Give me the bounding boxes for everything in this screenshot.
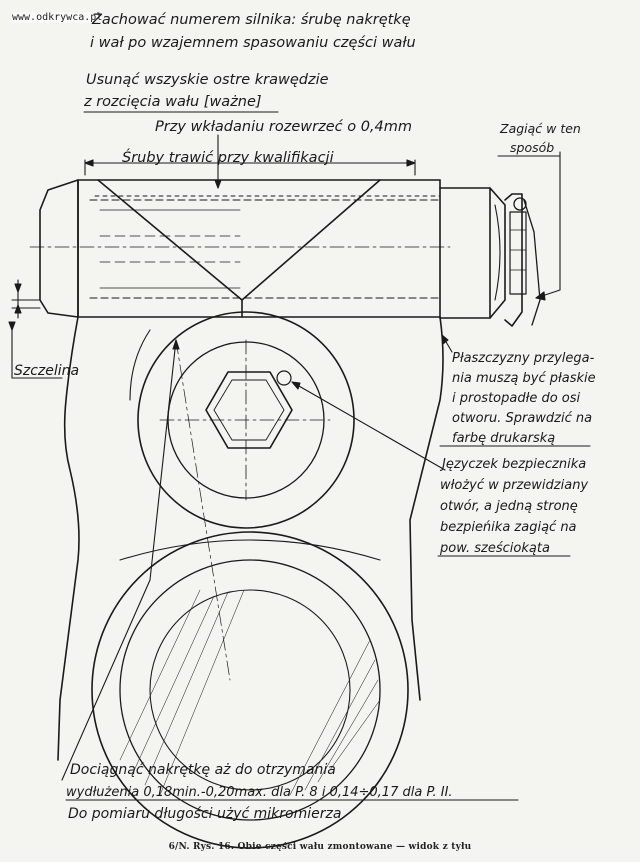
handwritten-notes: Zachować numerem silnika: śrubę nakrętkę… — [14, 12, 596, 822]
note-sharp-edges-2: z rozcięcia wału [ważne] — [83, 94, 262, 110]
note-locktab-3: otwór, a jedną stronę — [440, 499, 578, 514]
note-underlines — [65, 111, 591, 801]
note-surfaces-4: otworu. Sprawdzić na — [452, 411, 592, 426]
note-engine-number-1: Zachować numerem silnika: śrubę nakrętkę — [91, 12, 411, 28]
note-locktab-4: bezpieńika zagiąć na — [440, 520, 577, 535]
note-surfaces-2: nia muszą być płaskie — [452, 371, 596, 386]
note-bolts-etch: Śruby trawić przy kwalifikacji — [122, 148, 334, 166]
watermark: www.odkrywca.pl — [12, 12, 103, 23]
figure-caption: 6/N. Rys. 16. Obie części wału zmontowan… — [168, 842, 472, 852]
note-tighten-2: wydłużenia 0,18min.-0,20max. dla P. 8 i … — [66, 785, 453, 800]
lower-bearing — [91, 531, 409, 849]
gap-marker — [8, 279, 41, 379]
leader-lines — [11, 151, 561, 781]
note-locktab-5: pow. sześciokąta — [439, 541, 550, 556]
thread-dimension — [84, 134, 416, 189]
note-surfaces-5: farbę drukarską — [452, 431, 555, 446]
note-locktab-2: włożyć w przewidziany — [440, 478, 588, 493]
clamp-bolt — [29, 179, 541, 327]
note-surfaces-3: i prostopadłe do osi — [452, 391, 581, 406]
note-surfaces-1: Płaszczyzny przylega- — [452, 351, 595, 366]
note-gap: Szczelina — [14, 363, 79, 379]
note-tighten-1: Dociągnąć nakrętkę aż do otrzymania — [70, 762, 336, 778]
note-sharp-edges-1: Usunąć wszyskie ostre krawędzie — [86, 72, 329, 88]
note-tighten-3: Do pomiaru długości użyć mikromierza — [68, 806, 341, 822]
note-locktab-1: Języczek bezpiecznika — [439, 457, 586, 472]
note-engine-number-2: i wał po wzajemnem spasowaniu części wał… — [90, 35, 416, 51]
note-bend-1: Zagiąć w ten — [499, 121, 581, 136]
note-spread: Przy wkładaniu rozewrzeć o 0,4mm — [155, 119, 412, 135]
note-bend-2: sposób — [510, 140, 554, 155]
lever-body — [57, 311, 444, 761]
